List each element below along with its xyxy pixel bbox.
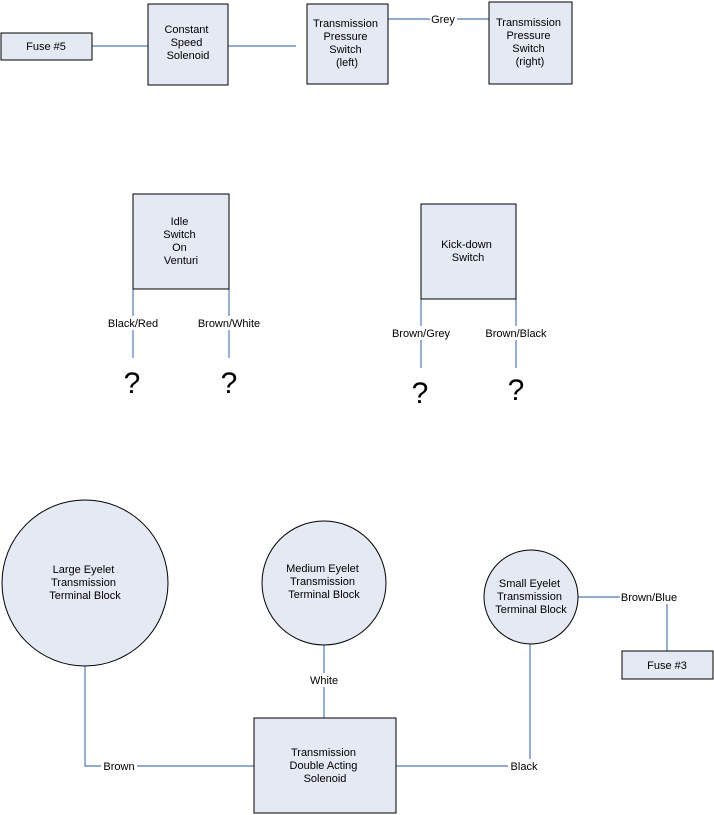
idle-switch-label: Idle Switch On Venturi (163, 216, 198, 267)
wire-label-black-red: Black/Red (108, 318, 158, 330)
wire-label-brown: Brown (103, 761, 134, 773)
unknown-mark-black-red: ? (124, 367, 141, 400)
kickdown-switch-label: Kick-down Switch (441, 239, 495, 264)
transmission-pressure-switch-right-box: Transmission Pressure Switch (right) (488, 1, 573, 85)
wire-label-brown-white: Brown/White (198, 318, 260, 330)
kickdown-switch-box: Kick-down Switch (420, 203, 517, 300)
unknown-mark-brown-white: ? (221, 367, 238, 400)
unknown-mark-brown-black: ? (508, 374, 525, 407)
idle-switch-box: Idle Switch On Venturi (132, 193, 230, 290)
fuse3-label: Fuse #3 (647, 660, 687, 672)
double-acting-solenoid-label: Transmission Double Acting Solenoid (290, 747, 361, 785)
constant-speed-solenoid-label: Constant Speed Solenoid (164, 24, 211, 62)
wire-label-white: White (310, 675, 338, 687)
constant-speed-solenoid-box: Constant Speed Solenoid (147, 3, 229, 86)
small-eyelet-label: Small Eyelet Transmission Terminal Block (495, 578, 567, 616)
wire-label-brown-black: Brown/Black (485, 328, 547, 340)
transmission-pressure-switch-right-label: Transmission Pressure Switch (right) (496, 17, 564, 68)
wire-label-brown-blue: Brown/Blue (621, 592, 677, 604)
large-eyelet-label: Large Eyelet Transmission Terminal Block (49, 564, 121, 602)
fuse5-box: Fuse #5 (0, 32, 93, 61)
double-acting-solenoid-box: Transmission Double Acting Solenoid (253, 717, 397, 814)
small-eyelet-terminal-block: Small Eyelet Transmission Terminal Block (483, 549, 579, 645)
unknown-mark-brown-grey: ? (412, 377, 429, 410)
fuse3-box: Fuse #3 (621, 650, 714, 680)
transmission-pressure-switch-left-box: Transmission Pressure Switch (left) (306, 3, 389, 85)
medium-eyelet-terminal-block: Medium Eyelet Transmission Terminal Bloc… (261, 520, 387, 646)
fuse5-label: Fuse #5 (26, 41, 66, 53)
large-eyelet-terminal-block: Large Eyelet Transmission Terminal Block (1, 499, 169, 667)
wire-brown-blue (577, 596, 668, 651)
wire-label-grey: Grey (431, 14, 455, 26)
transmission-pressure-switch-left-label: Transmission Pressure Switch (left) (313, 18, 381, 69)
wire-label-black: Black (511, 761, 538, 773)
wire-brown (84, 666, 254, 767)
medium-eyelet-label: Medium Eyelet Transmission Terminal Bloc… (286, 563, 362, 601)
wire-black (396, 643, 531, 767)
wire-label-brown-grey: Brown/Grey (392, 328, 451, 340)
